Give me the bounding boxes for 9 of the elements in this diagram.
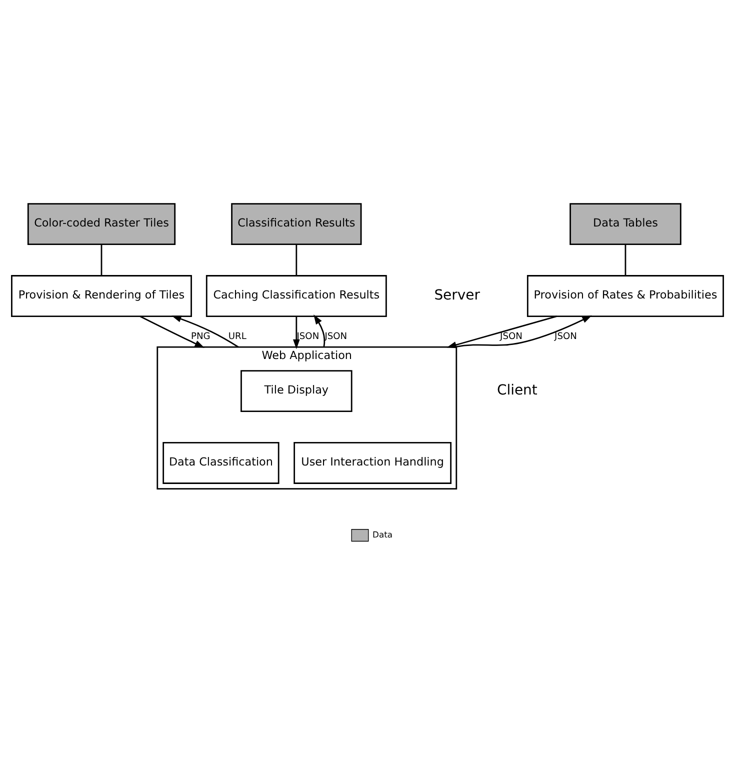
edge-label: PNG [191, 332, 210, 342]
edge-label: JSON [296, 332, 320, 342]
edge-label: JSON [554, 332, 577, 342]
edge-label: URL [228, 332, 246, 342]
edge-label: JSON [500, 332, 522, 342]
edge-label: JSON [324, 332, 348, 342]
label: Server [434, 288, 480, 304]
label: Client [496, 382, 538, 399]
legend-label: Data [372, 529, 393, 540]
